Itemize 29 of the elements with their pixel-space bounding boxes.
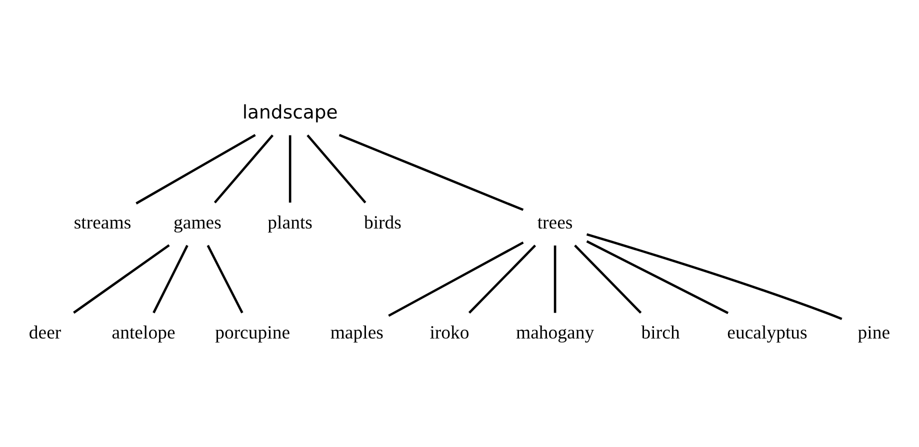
node-text: mahogany [516,322,594,344]
connector [574,244,642,314]
connector [214,134,274,203]
connector [554,244,556,312]
connector [288,134,292,202]
connector [586,240,729,314]
node-text: birch [641,322,680,344]
node-text: pine [858,322,890,344]
connector [73,244,170,314]
connector [152,244,188,313]
connector [338,133,524,210]
node-text: deer [28,322,62,344]
node-text: plants [268,212,312,233]
connector [136,133,256,204]
node-text: iroko [430,322,470,344]
node-text: landscape [242,102,338,123]
node-text: trees [537,212,573,233]
connector [468,244,536,314]
connector [206,244,244,313]
connector [306,134,366,203]
node-text: maples [330,322,384,344]
connector [388,240,524,316]
connector [586,232,842,320]
node-text: birds [364,212,402,233]
node-text: antelope [112,322,176,344]
node-text: eucalyptus [727,322,808,344]
node-text: porcupine [215,322,290,344]
node-text: games [174,212,222,233]
node-text: streams [74,212,132,233]
